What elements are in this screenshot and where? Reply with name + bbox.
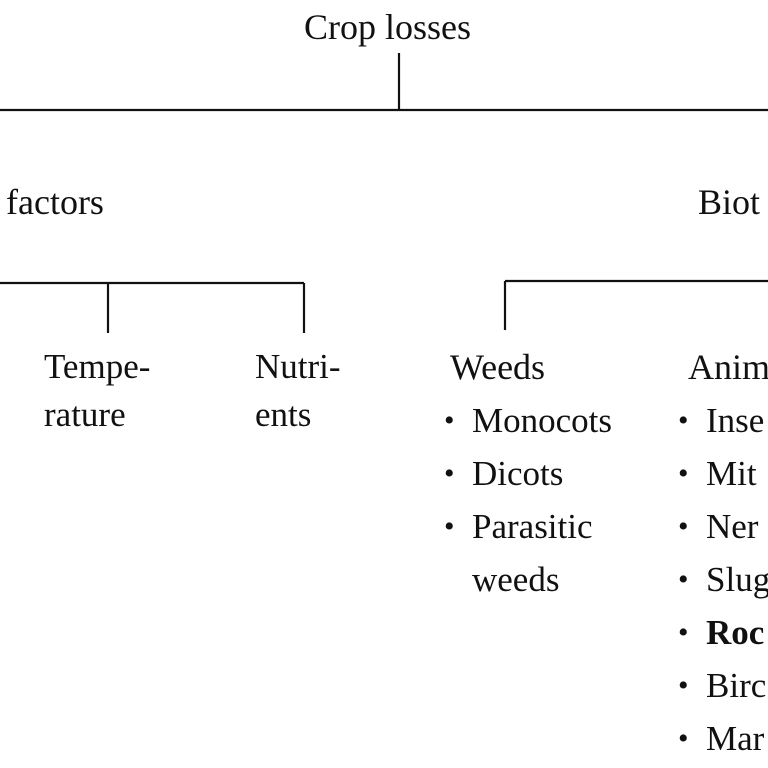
bullet-icon: • [678,563,689,596]
list-item: • Mit [674,447,768,500]
list-item-text: Mit [706,454,757,493]
root-node-label: Crop losses [304,7,472,47]
temperature-label-line2: rature [44,395,126,434]
nutrients-node: Nutri- ents [255,343,341,439]
bullet-icon: • [678,457,689,490]
list-item-text: Inse [706,401,765,440]
bullet-icon: • [678,669,689,702]
abiotic-factors-node-label: factors [6,182,104,222]
list-item: • Mar [674,712,768,765]
animals-list: • Inse • Mit • Ner • Slug • Roc • Birc •… [674,394,768,765]
weeds-node-label: Weeds [450,347,546,387]
list-item-text: Slug [706,560,768,599]
list-item: • Ner [674,500,768,553]
temperature-label-line1: Tempe- [44,347,151,386]
list-item-text: Monocots [472,401,612,440]
bullet-icon: • [444,510,455,543]
weeds-list: • Monocots • Dicots • Parasitic weeds [440,394,612,606]
temperature-node: Tempe- rature [44,343,150,439]
list-item: • Inse [674,394,768,447]
list-item: • Parasitic weeds [440,500,612,606]
list-item: • Monocots [440,394,612,447]
nutrients-label-line2: ents [255,395,312,434]
bullet-icon: • [678,616,689,649]
list-item-text: Mar [706,719,765,758]
list-item-text: Ner [706,507,759,546]
list-item: • Dicots [440,447,612,500]
list-item-text: Birc [706,666,767,705]
animals-node-label: Anim [688,347,768,387]
bullet-icon: • [678,510,689,543]
bullet-icon: • [678,722,689,755]
bullet-icon: • [444,457,455,490]
list-item-text: Parasitic [472,507,593,546]
biotic-factors-node-label: Biot [698,182,761,222]
bullet-icon: • [444,404,455,437]
list-item-text: Dicots [472,454,564,493]
nutrients-label-line1: Nutri- [255,347,341,386]
bullet-icon: • [678,404,689,437]
list-item: • Slug [674,553,768,606]
list-item-text: Roc [706,613,765,652]
list-item: • Roc [674,606,768,659]
list-item: • Birc [674,659,768,712]
list-item-continuation: weeds [472,560,560,599]
